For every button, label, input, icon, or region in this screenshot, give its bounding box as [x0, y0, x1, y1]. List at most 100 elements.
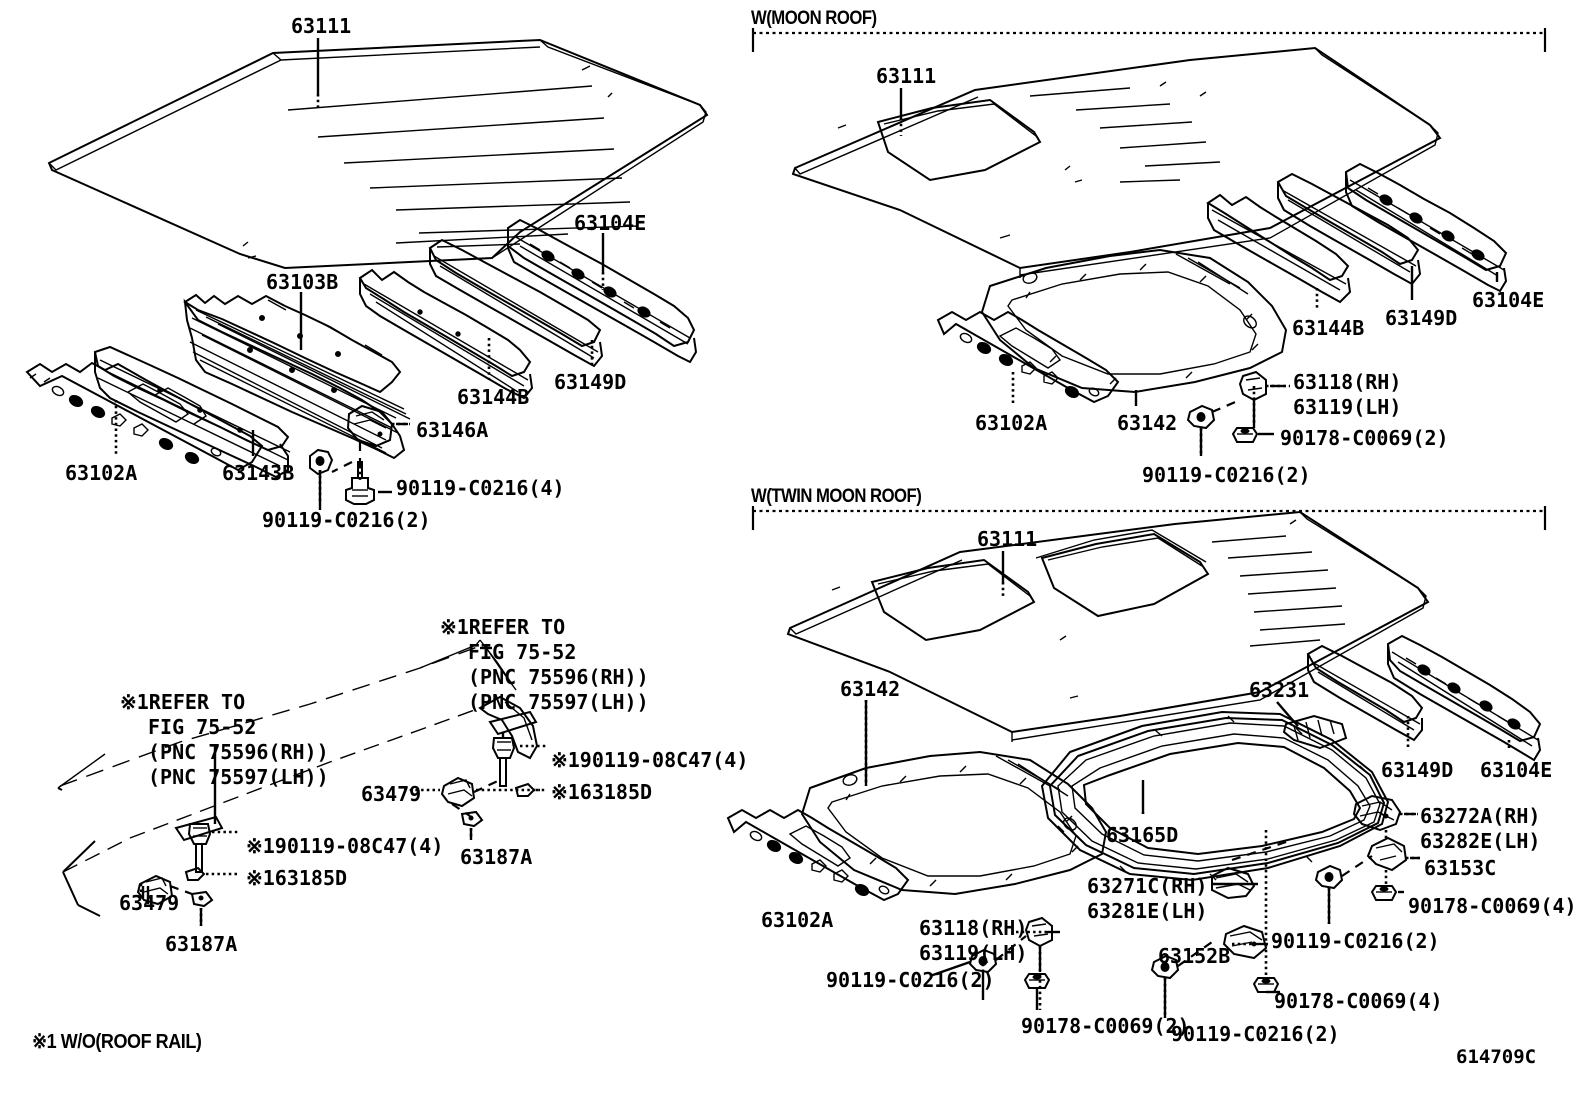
part-63144b-moonroof: [1206, 193, 1352, 304]
part-63118-63119-moonroof: [1238, 370, 1267, 402]
nut-90119-main-left: [309, 448, 334, 476]
leaders-main: [114, 38, 605, 510]
nut-90178-moonroof: [1231, 427, 1259, 443]
part-63104e-moonroof: [1344, 162, 1508, 293]
part-63153c-twin: [1366, 836, 1408, 872]
assembly-guides-main: [331, 442, 362, 480]
part-63102a-main: [25, 361, 264, 472]
part-label-63144b-moonroof: 63144B: [1292, 316, 1365, 340]
nut-90119-twin-mid: [1150, 954, 1180, 980]
part-label-63479-lower: 63479: [119, 891, 180, 915]
moon-roof-bracket: [751, 28, 1547, 52]
part-63118-63119-twin: [1024, 916, 1053, 948]
part-label-90119-08c47-upper: ※190119-08C47(4): [551, 748, 749, 772]
part-label-63165d-twin: 63165D: [1106, 823, 1179, 847]
part-63104e-twin: [1386, 634, 1542, 762]
part-label-63111-main: 63111: [291, 14, 352, 38]
part-label-63231-twin: 63231: [1249, 678, 1310, 702]
part-label-63118-moonroof: 63118(RH): [1293, 370, 1402, 394]
part-label-63102a-twin: 63102A: [761, 908, 834, 932]
nut-90119-moonroof: [1186, 404, 1216, 430]
part-label-63187a-upper: 63187A: [460, 845, 533, 869]
part-label-63104e-main: 63104E: [574, 211, 647, 235]
note-refer-to-fig-left-line4: (PNC 75597(LH)): [148, 765, 329, 789]
part-63479-lower: [136, 874, 174, 906]
part-label-63111-moonroof: 63111: [876, 64, 937, 88]
rail-clip-plate-left: [174, 815, 224, 842]
note-refer-to-fig-left-line1: ※1REFER TO: [120, 690, 246, 714]
part-label-90119-c0216-2-twin-right: 90119-C0216(2): [1271, 929, 1440, 953]
bolt-90119-main: [345, 461, 375, 505]
part-63102a-moonroof: [936, 310, 1120, 404]
part-label-63103b-main: 63103B: [266, 270, 339, 294]
part-label-63142-twin: 63142: [840, 677, 901, 701]
note-refer-to-fig-right-line3: (PNC 75596(RH)): [468, 665, 649, 689]
part-63185d-lower: [184, 866, 206, 881]
part-label-63271c-twin: 63271C(RH): [1087, 874, 1208, 898]
footnote-without-roof-rail: ※1 W/O(ROOF RAIL): [32, 1031, 202, 1053]
part-63272a-63282e-twin: [1352, 794, 1402, 832]
part-label-63102a-main: 63102A: [65, 461, 138, 485]
part-label-63185d-upper: ※163185D: [551, 780, 653, 804]
note-refer-to-fig-right-line2: FIG 75-52: [468, 640, 577, 664]
part-63149d-moonroof: [1276, 172, 1422, 286]
bolt-90119-08c47-lower: [187, 823, 212, 873]
part-label-90119-c0216-2-main: 90119-C0216(2): [262, 508, 431, 532]
section-title-moon-roof: W(MOON ROOF): [751, 8, 877, 29]
part-63142-twin: [800, 750, 1108, 896]
part-label-63146a-main: 63146A: [416, 418, 489, 442]
part-label-90178-c0069-4-twin-right: 90178-C0069(4): [1408, 894, 1577, 918]
part-label-63119-moonroof: 63119(LH): [1293, 395, 1402, 419]
part-63231-twin: [1282, 714, 1348, 750]
part-label-63153c-twin: 63153C: [1424, 856, 1497, 880]
section-title-twin-moon-roof: W(TWIN MOON ROOF): [751, 486, 922, 507]
part-label-90178-c0069-2-twin-left: 90178-C0069(2): [1021, 1014, 1190, 1038]
part-63104e-main: [507, 218, 698, 364]
part-label-90119-c0216-2-moonroof: 90119-C0216(2): [1142, 463, 1311, 487]
leaders-twin: [864, 551, 1511, 1018]
roof-rail-outline: [57, 639, 539, 917]
part-63152b-twin: [1222, 924, 1268, 960]
part-63187a-lower: [190, 890, 214, 908]
note-refer-to-fig-left-line3: (PNC 75596(RH)): [148, 740, 329, 764]
nut-90119-twin-right: [1314, 864, 1344, 890]
roof-panel-63111-twin: [786, 510, 1430, 742]
part-label-63104e-moonroof: 63104E: [1472, 288, 1545, 312]
part-label-90178-c0069-2-moonroof: 90178-C0069(2): [1280, 426, 1449, 450]
part-63146a: [346, 404, 394, 448]
part-63165d-twin: [1040, 710, 1390, 882]
part-63149d-twin: [1306, 644, 1424, 742]
leaders-moonroof: [899, 88, 1499, 456]
part-label-90119-08c47-lower: ※190119-08C47(4): [246, 834, 444, 858]
rail-clip-plate-right: [488, 710, 538, 736]
nut-90178-twin-left: [1023, 973, 1051, 989]
part-label-63118-twin: 63118(RH): [919, 916, 1028, 940]
part-label-63149d-twin: 63149D: [1381, 758, 1454, 782]
part-63102a-twin: [726, 808, 910, 902]
part-label-63281e-twin: 63281E(LH): [1087, 899, 1208, 923]
part-63187a-upper: [460, 810, 484, 828]
part-63144b: [358, 268, 534, 400]
note-refer-to-fig-right-line1: ※1REFER TO: [440, 615, 566, 639]
part-label-63185d-lower: ※163185D: [246, 866, 348, 890]
part-label-63282e-twin: 63282E(LH): [1420, 829, 1541, 853]
figure-code: 614709C: [1456, 1046, 1537, 1068]
part-63103b: [183, 293, 411, 460]
part-63185d-upper: [514, 782, 536, 797]
part-label-63102a-moonroof: 63102A: [975, 411, 1048, 435]
bolt-90119-08c47-upper: [491, 737, 516, 787]
part-label-63149d-moonroof: 63149D: [1385, 306, 1458, 330]
part-label-63152b-twin: 63152B: [1158, 944, 1231, 968]
part-label-63143b-main: 63143B: [222, 461, 295, 485]
note-refer-to-fig-left-line2: FIG 75-52: [148, 715, 257, 739]
part-label-63119-twin: 63119(LH): [919, 941, 1028, 965]
part-label-90178-c0069-4-twin-mid: 90178-C0069(4): [1274, 989, 1443, 1013]
part-label-63111-twin: 63111: [977, 527, 1038, 551]
part-label-63149d-main: 63149D: [554, 370, 627, 394]
part-label-63104e-twin: 63104E: [1480, 758, 1553, 782]
part-63479-upper: [440, 776, 476, 808]
part-label-63272a-twin: 63272A(RH): [1420, 804, 1541, 828]
part-label-90119-c0216-2-twin-left: 90119-C0216(2): [826, 968, 995, 992]
